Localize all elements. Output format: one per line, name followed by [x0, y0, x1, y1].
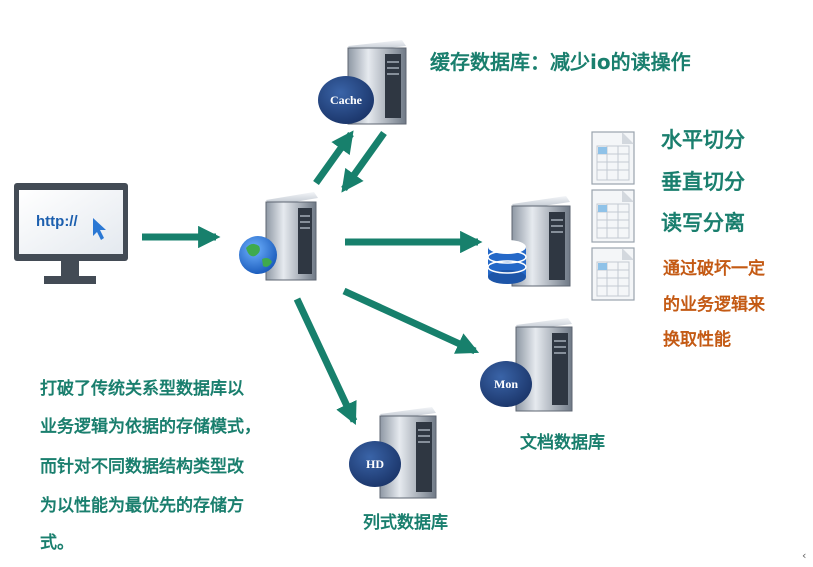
url-text: http:// — [36, 213, 78, 230]
hd-badge-text: HD — [366, 457, 384, 471]
database-server — [487, 196, 571, 287]
cache-badge-text: Cache — [330, 93, 363, 107]
cache-badge — [318, 76, 374, 124]
spreadsheet-icon-3 — [591, 247, 635, 301]
sharding-item-horizontal: 水平切分 — [661, 128, 745, 152]
spreadsheet-icons — [591, 131, 635, 301]
browser-monitor: http:// — [14, 183, 128, 284]
database-cylinder-icon — [487, 240, 527, 284]
arrow-cache-to-server — [341, 130, 387, 193]
arrows — [142, 130, 483, 426]
column-db-label: 列式数据库 — [363, 513, 448, 533]
mon-badge-text: Mon — [494, 377, 518, 391]
sharding-note-line-3: 换取性能 — [663, 330, 731, 350]
description-line-3: 而针对不同数据结构类型改 — [40, 457, 244, 477]
description-line-1: 打破了传统关系型数据库以 — [40, 379, 244, 399]
hd-server: HD — [349, 407, 437, 499]
globe-icon — [239, 236, 277, 274]
description-line-2: 业务逻辑为依据的存储模式， — [40, 417, 261, 437]
mon-server: Mon — [480, 318, 573, 412]
description-line-5: 式。 — [40, 533, 74, 553]
arrow-server-to-cache — [313, 130, 354, 186]
mon-badge — [480, 361, 532, 407]
web-server — [239, 192, 318, 281]
sharding-item-read-write: 读写分离 — [661, 211, 745, 235]
hd-badge — [349, 441, 401, 487]
document-db-label: 文档数据库 — [520, 433, 605, 453]
spreadsheet-icon-2 — [591, 189, 635, 243]
corner-chevron-icon: ‹ — [802, 549, 807, 562]
cache-server: Cache — [318, 40, 407, 125]
sharding-item-vertical: 垂直切分 — [661, 170, 745, 194]
arrow-server-to-mon — [342, 287, 480, 355]
spreadsheet-icon-1 — [591, 131, 635, 185]
arrow-server-to-hd — [293, 297, 358, 426]
description-line-4: 为以性能为最优先的存储方 — [40, 496, 244, 516]
sharding-note-line-2: 的业务逻辑来 — [663, 295, 765, 315]
cache-label: 缓存数据库：减少io的读操作 — [430, 50, 691, 74]
sharding-note-line-1: 通过破坏一定 — [663, 259, 765, 279]
cursor-icon — [93, 218, 106, 240]
